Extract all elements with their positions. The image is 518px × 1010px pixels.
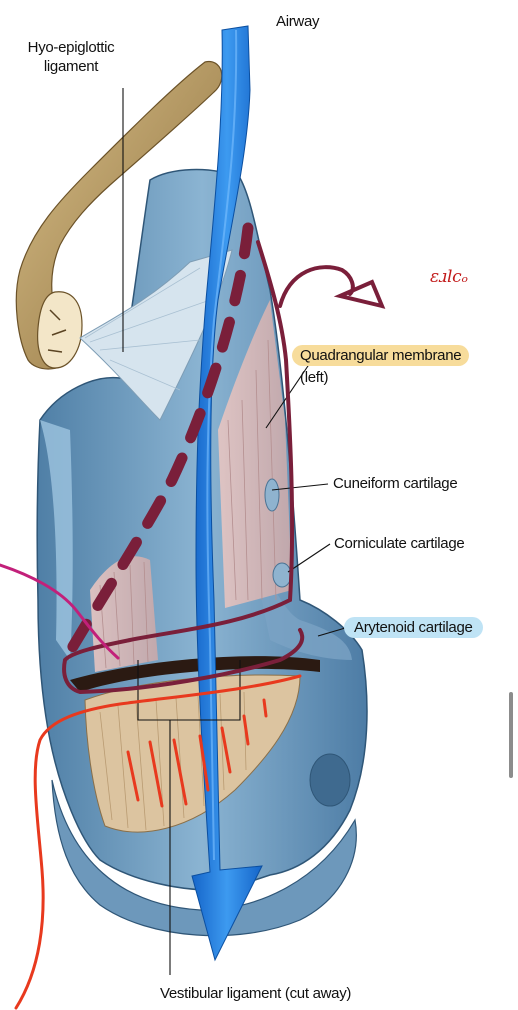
label-hyo-epiglottic-line2: ligament: [16, 57, 126, 76]
label-hyo-epiglottic-ligament: Hyo-epiglottic ligament: [16, 38, 126, 76]
scrollbar[interactable]: [509, 692, 513, 778]
label-airway: Airway: [276, 12, 319, 31]
label-corniculate-cartilage: Corniculate cartilage: [334, 534, 464, 553]
label-cuneiform-cartilage: Cuneiform cartilage: [333, 474, 457, 493]
handwritten-note: ɛɹlcₒ: [430, 268, 468, 287]
label-arytenoid-text: Arytenoid cartilage: [344, 617, 483, 638]
label-quadrangular-line1: Quadrangular membrane: [292, 345, 469, 366]
label-quadrangular-membrane: Quadrangular membrane (left): [292, 346, 469, 387]
corniculate-cartilage-shape: [273, 563, 291, 587]
label-quadrangular-line2: (left): [292, 368, 469, 387]
cricothyroid-joint: [310, 754, 350, 806]
label-vestibular-ligament: Vestibular ligament (cut away): [160, 984, 351, 1003]
label-arytenoid-cartilage: Arytenoid cartilage: [344, 618, 483, 637]
cuneiform-cartilage-shape: [265, 479, 279, 511]
label-hyo-epiglottic-line1: Hyo-epiglottic: [16, 38, 126, 57]
maroon-arrowhead-icon: [340, 282, 382, 306]
maroon-curve-arrow: [280, 267, 353, 306]
